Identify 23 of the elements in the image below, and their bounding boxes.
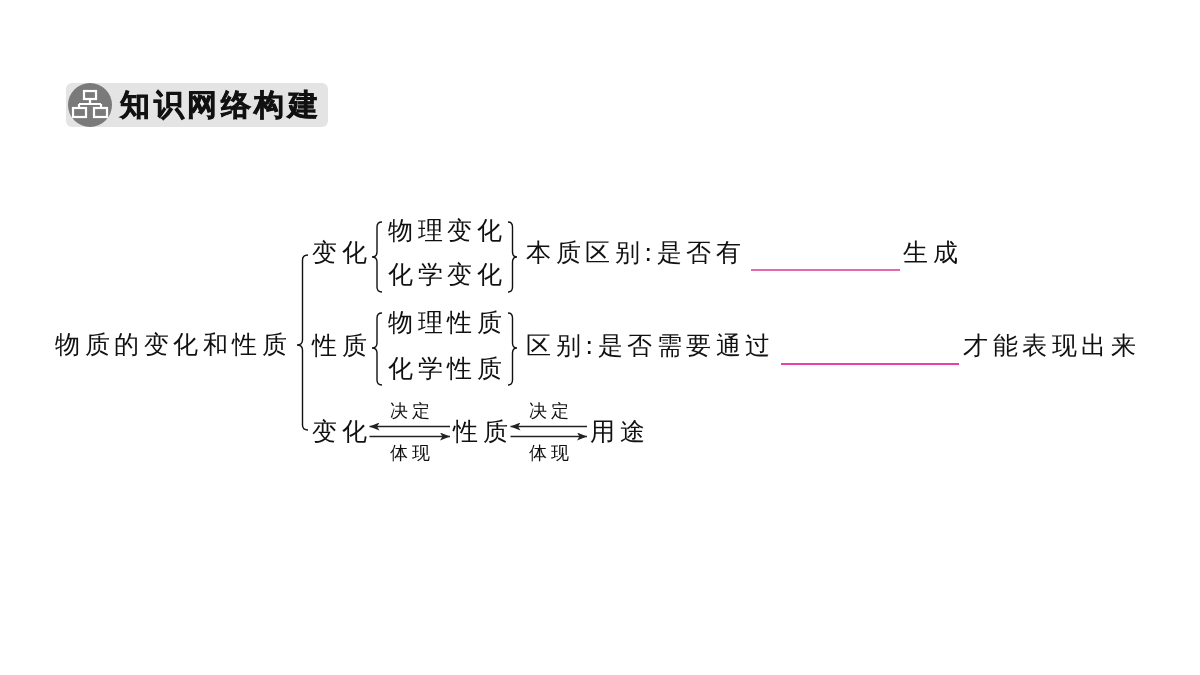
item-text: 物理性质 bbox=[388, 308, 502, 338]
note-text: 本质区别:是否有 bbox=[526, 238, 741, 268]
item-text: 化学变化 bbox=[388, 260, 502, 290]
branch-text: 性质 bbox=[312, 331, 367, 361]
edge-label: 决定 bbox=[528, 399, 569, 422]
arrow bbox=[368, 432, 451, 441]
note-text: 区别:是否需要通过 bbox=[526, 331, 771, 361]
item-text: 物理变化 bbox=[388, 216, 502, 246]
term-text: 性质 bbox=[453, 417, 508, 447]
term-text: 用途 bbox=[590, 417, 645, 447]
item-text: 化学性质 bbox=[388, 354, 502, 384]
arrow bbox=[509, 432, 588, 441]
topic-text: 物质的变化和性质 bbox=[55, 330, 287, 360]
term-text: 变化 bbox=[312, 417, 367, 447]
edge-label: 决定 bbox=[389, 399, 430, 422]
note-text: 生成 bbox=[903, 238, 958, 268]
arrow bbox=[368, 422, 451, 431]
edge-label: 体现 bbox=[389, 441, 430, 464]
branch-text: 变化 bbox=[312, 238, 367, 268]
arrow bbox=[509, 422, 588, 431]
edge-label: 体现 bbox=[528, 441, 569, 464]
note-text: 才能表现出来 bbox=[963, 331, 1136, 361]
title: 知识网络构建 bbox=[120, 86, 321, 124]
